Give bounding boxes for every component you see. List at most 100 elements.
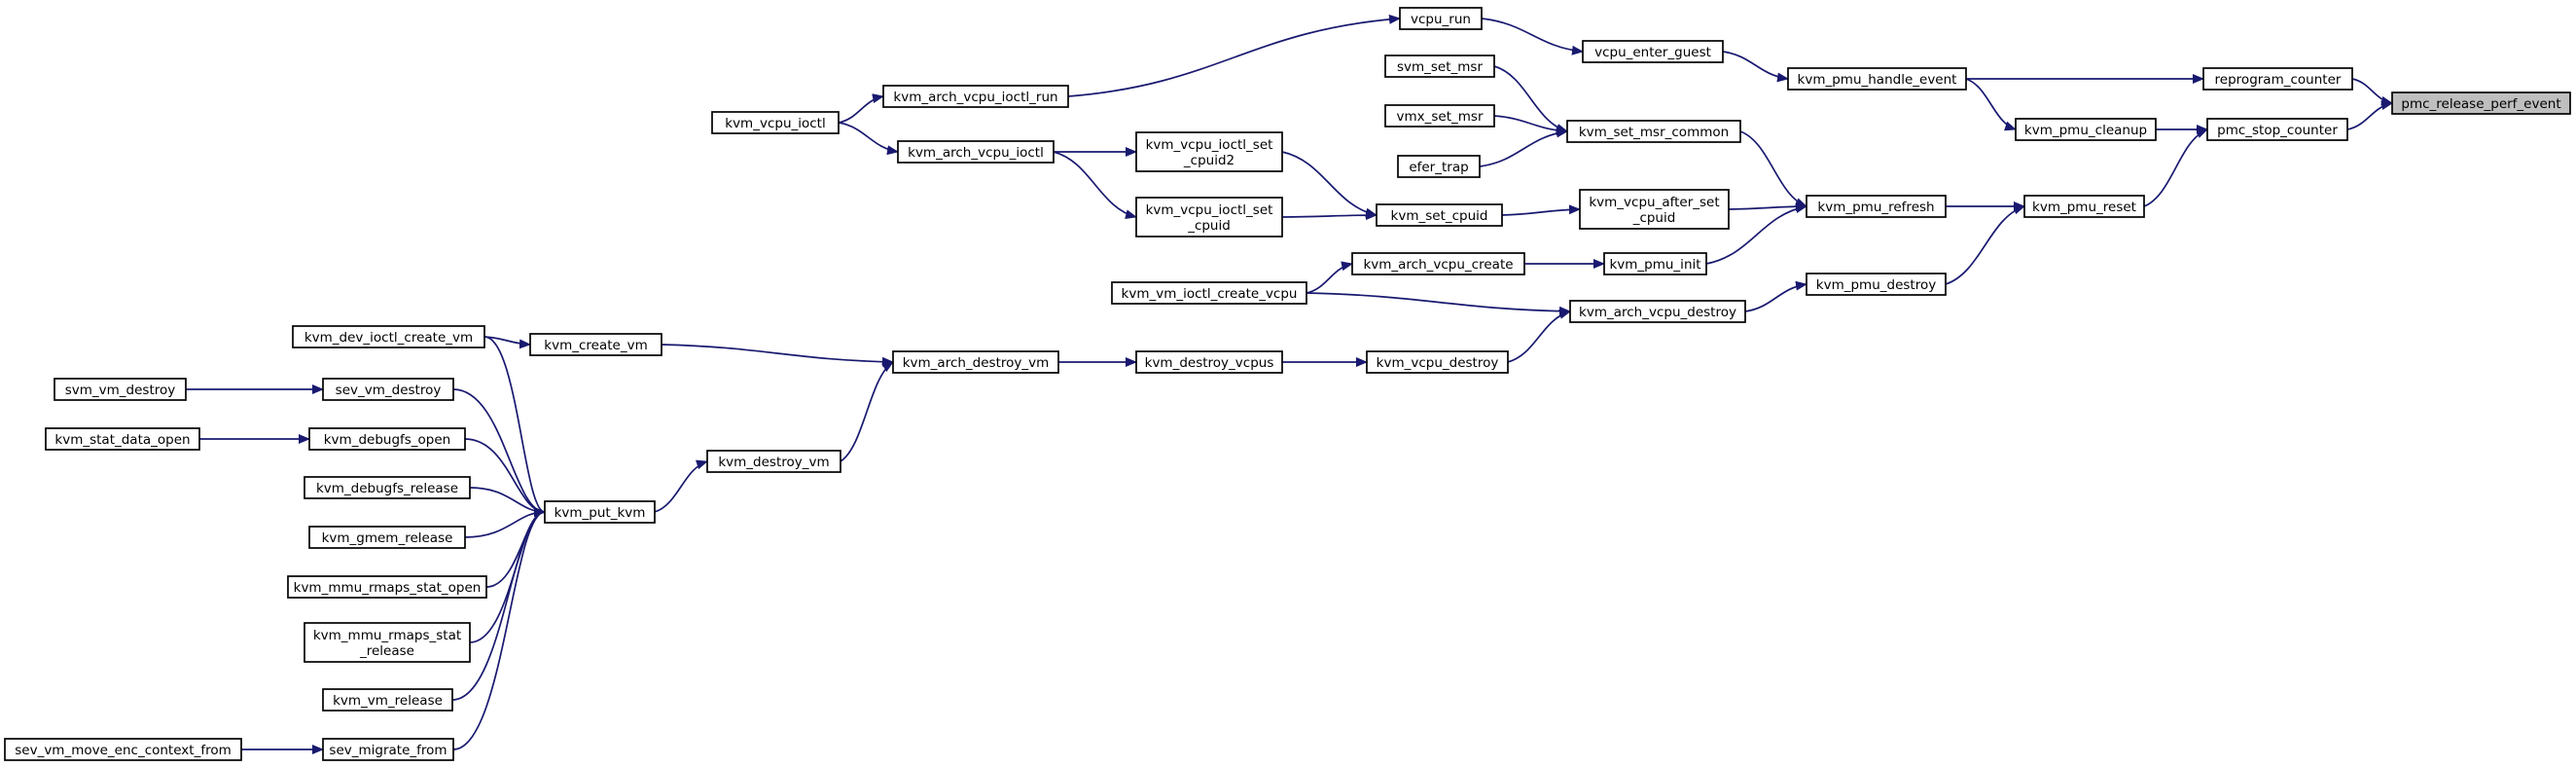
node-reprogram_counter[interactable]: reprogram_counter: [2202, 67, 2353, 91]
node-vcpu_run[interactable]: vcpu_run: [1399, 7, 1483, 30]
node-vcpu_enter_guest[interactable]: vcpu_enter_guest: [1582, 40, 1724, 63]
node-kvm_gmem_release[interactable]: kvm_gmem_release: [308, 526, 466, 549]
edge-kvm_vcpu_ioctl_set_cpuid2-to-kvm_set_cpuid: [1281, 151, 1377, 218]
node-box[interactable]: [304, 476, 471, 499]
node-kvm_pmu_refresh[interactable]: kvm_pmu_refresh: [1806, 195, 1947, 218]
node-box[interactable]: [1806, 273, 1947, 296]
node-box[interactable]: [2206, 118, 2348, 141]
node-box[interactable]: [1135, 131, 1283, 172]
node-box[interactable]: [1582, 40, 1724, 63]
node-label: kvm_set_cpuid: [1391, 208, 1488, 224]
node-box[interactable]: [897, 140, 1055, 164]
node-kvm_vm_release[interactable]: kvm_vm_release: [322, 688, 453, 712]
node-svm_vm_destroy[interactable]: svm_vm_destroy: [54, 378, 187, 401]
node-box[interactable]: [4, 738, 242, 761]
node-box[interactable]: [54, 378, 187, 401]
node-efer_trap[interactable]: efer_trap: [1397, 155, 1481, 178]
node-box[interactable]: [2023, 195, 2145, 218]
node-box[interactable]: [1384, 55, 1495, 78]
node-kvm_vcpu_ioctl[interactable]: kvm_vcpu_ioctl: [711, 111, 840, 134]
node-kvm_dev_ioctl_create_vm[interactable]: kvm_dev_ioctl_create_vm: [292, 325, 485, 348]
node-label: kvm_debugfs_open: [324, 432, 451, 448]
node-kvm_destroy_vm[interactable]: kvm_destroy_vm: [706, 450, 841, 473]
node-box[interactable]: [1384, 104, 1495, 128]
node-box[interactable]: [322, 378, 454, 401]
node-kvm_pmu_cleanup[interactable]: kvm_pmu_cleanup: [2015, 118, 2157, 141]
node-vmx_set_msr[interactable]: vmx_set_msr: [1384, 104, 1495, 128]
node-box[interactable]: [1397, 155, 1481, 178]
node-label: kvm_arch_vcpu_ioctl_run: [893, 90, 1057, 105]
node-box[interactable]: [1566, 120, 1741, 143]
node-kvm_vcpu_destroy[interactable]: kvm_vcpu_destroy: [1366, 350, 1509, 374]
node-box[interactable]: [1376, 203, 1503, 227]
node-box[interactable]: [1135, 197, 1283, 237]
node-kvm_pmu_reset[interactable]: kvm_pmu_reset: [2023, 195, 2145, 218]
node-kvm_destroy_vcpus[interactable]: kvm_destroy_vcpus: [1135, 350, 1283, 374]
node-box[interactable]: [711, 111, 840, 134]
node-box[interactable]: [322, 688, 453, 712]
node-label: kvm_put_kvm: [555, 505, 646, 521]
node-box[interactable]: [882, 85, 1069, 108]
node-kvm_vcpu_ioctl_set_cpuid[interactable]: kvm_vcpu_ioctl_set_cpuid: [1135, 197, 1283, 237]
node-pmc_release_perf_event[interactable]: pmc_release_perf_event: [2391, 91, 2571, 115]
node-box[interactable]: [892, 350, 1059, 374]
node-box[interactable]: [45, 427, 200, 451]
node-box[interactable]: [1806, 195, 1947, 218]
node-kvm_arch_vcpu_ioctl_run[interactable]: kvm_arch_vcpu_ioctl_run: [882, 85, 1069, 108]
node-box[interactable]: [304, 622, 471, 663]
node-box[interactable]: [308, 427, 466, 451]
node-kvm_stat_data_open[interactable]: kvm_stat_data_open: [45, 427, 200, 451]
edge-reprogram_counter-to-pmc_release_perf_event: [2351, 78, 2393, 106]
node-kvm_pmu_init[interactable]: kvm_pmu_init: [1603, 252, 1707, 275]
node-box[interactable]: [1351, 252, 1525, 275]
edge-kvm_vcpu_ioctl-to-kvm_arch_vcpu_ioctl: [838, 122, 899, 156]
node-label: _cpuid2: [1183, 153, 1234, 168]
node-kvm_put_kvm[interactable]: kvm_put_kvm: [544, 500, 656, 524]
node-box[interactable]: [706, 450, 841, 473]
node-sev_vm_move_enc_context_from[interactable]: sev_vm_move_enc_context_from: [4, 738, 242, 761]
edge-kvm_put_kvm-to-kvm_destroy_vm: [654, 459, 708, 513]
node-kvm_set_cpuid[interactable]: kvm_set_cpuid: [1376, 203, 1503, 227]
node-kvm_debugfs_release[interactable]: kvm_debugfs_release: [304, 476, 471, 499]
node-box[interactable]: [529, 333, 662, 356]
node-box[interactable]: [2391, 91, 2571, 115]
node-box[interactable]: [1399, 7, 1483, 30]
node-sev_vm_destroy[interactable]: sev_vm_destroy: [322, 378, 454, 401]
node-kvm_mmu_rmaps_stat_open[interactable]: kvm_mmu_rmaps_stat_open: [287, 575, 487, 599]
node-kvm_pmu_handle_event[interactable]: kvm_pmu_handle_event: [1787, 67, 1967, 91]
node-box[interactable]: [1135, 350, 1283, 374]
node-box[interactable]: [2015, 118, 2157, 141]
node-box[interactable]: [1579, 189, 1730, 230]
node-kvm_arch_vcpu_create[interactable]: kvm_arch_vcpu_create: [1351, 252, 1525, 275]
node-kvm_arch_destroy_vm[interactable]: kvm_arch_destroy_vm: [892, 350, 1059, 374]
node-kvm_vcpu_ioctl_set_cpuid2[interactable]: kvm_vcpu_ioctl_set_cpuid2: [1135, 131, 1283, 172]
node-box[interactable]: [287, 575, 487, 599]
node-box[interactable]: [1603, 252, 1707, 275]
node-kvm_arch_vcpu_ioctl[interactable]: kvm_arch_vcpu_ioctl: [897, 140, 1055, 164]
node-box[interactable]: [1366, 350, 1509, 374]
node-pmc_stop_counter[interactable]: pmc_stop_counter: [2206, 118, 2348, 141]
node-kvm_debugfs_open[interactable]: kvm_debugfs_open: [308, 427, 466, 451]
node-label: vcpu_run: [1411, 12, 1471, 27]
node-box[interactable]: [2202, 67, 2353, 91]
node-box[interactable]: [1787, 67, 1967, 91]
edge-kvm_pmu_init-to-kvm_pmu_refresh: [1705, 203, 1807, 265]
node-box[interactable]: [308, 526, 466, 549]
node-kvm_arch_vcpu_destroy[interactable]: kvm_arch_vcpu_destroy: [1569, 300, 1746, 323]
node-box[interactable]: [544, 500, 656, 524]
node-sev_migrate_from[interactable]: sev_migrate_from: [322, 738, 454, 761]
edge-svm_set_msr-to-kvm_set_msr_common: [1493, 65, 1568, 133]
node-box[interactable]: [1111, 281, 1307, 305]
node-kvm_set_msr_common[interactable]: kvm_set_msr_common: [1566, 120, 1741, 143]
node-box[interactable]: [1569, 300, 1746, 323]
node-kvm_pmu_destroy[interactable]: kvm_pmu_destroy: [1806, 273, 1947, 296]
node-kvm_vcpu_after_set_cpuid[interactable]: kvm_vcpu_after_set_cpuid: [1579, 189, 1730, 230]
node-box[interactable]: [322, 738, 454, 761]
node-kvm_vm_ioctl_create_vcpu[interactable]: kvm_vm_ioctl_create_vcpu: [1111, 281, 1307, 305]
node-label: kvm_pmu_init: [1609, 257, 1700, 273]
node-box[interactable]: [292, 325, 485, 348]
node-kvm_mmu_rmaps_stat_release[interactable]: kvm_mmu_rmaps_stat_release: [304, 622, 471, 663]
node-svm_set_msr[interactable]: svm_set_msr: [1384, 55, 1495, 78]
node-kvm_create_vm[interactable]: kvm_create_vm: [529, 333, 662, 356]
